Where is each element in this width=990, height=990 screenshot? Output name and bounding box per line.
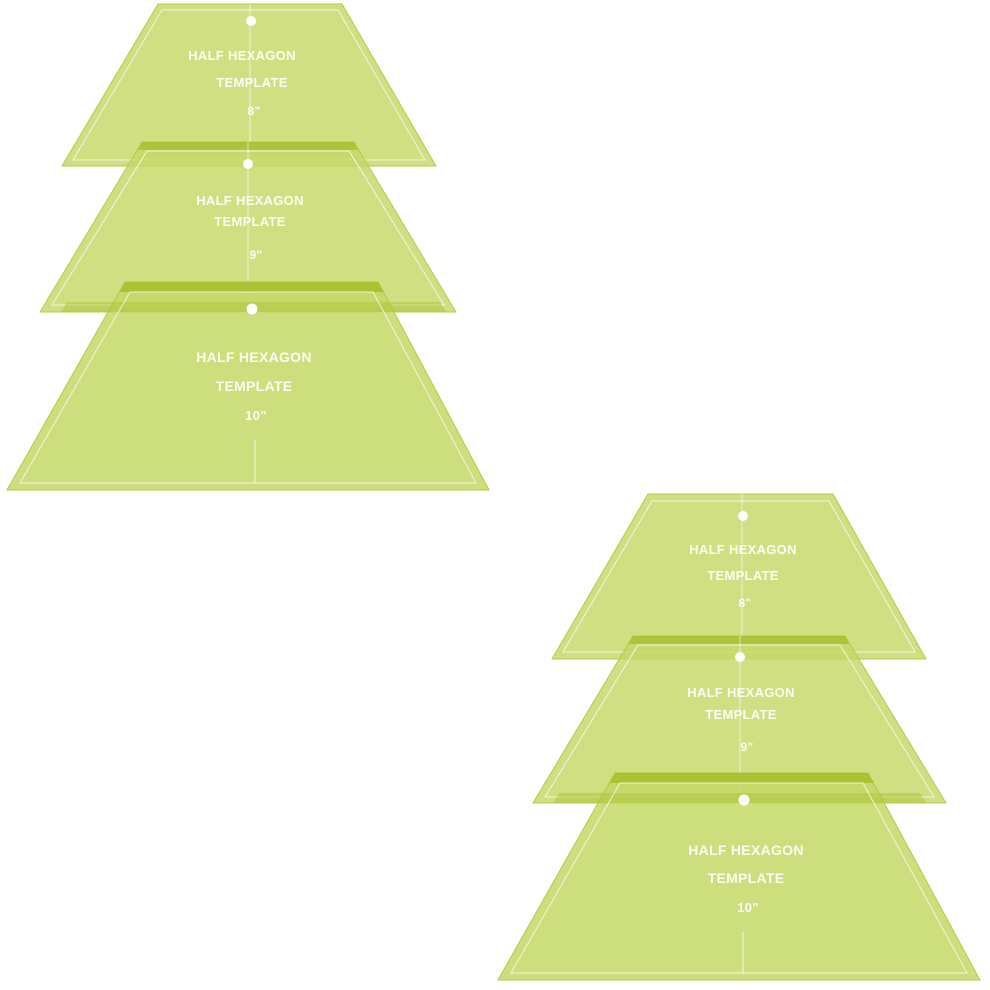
template-title-line1: HALF HEXAGON: [689, 542, 797, 557]
template-guide-outline: [51, 150, 445, 306]
template-size-label: 9": [741, 740, 754, 754]
template-size-label: 9": [250, 248, 263, 262]
template-guide-outline: [544, 644, 935, 798]
template-plate: [551, 493, 927, 660]
template-size-label: 10": [245, 408, 267, 423]
template-title-line2: TEMPLATE: [216, 378, 293, 394]
template-stack-top-left: HALF HEXAGON TEMPLATE 8" HALF HEXAGON TE…: [6, 3, 490, 491]
overlap-band: [610, 773, 874, 783]
template-title-line1: HALF HEXAGON: [196, 349, 312, 365]
template-title-line1: HALF HEXAGON: [196, 193, 304, 208]
hanging-hole: [243, 159, 253, 169]
template-title-line2: TEMPLATE: [708, 870, 785, 886]
hanging-hole: [246, 16, 256, 26]
template-guide-outline: [562, 500, 916, 653]
hanging-hole: [738, 794, 750, 806]
template-10-inch-b: HALF HEXAGON TEMPLATE 10": [497, 772, 981, 981]
template-title-line2: TEMPLATE: [705, 707, 777, 722]
template-title-line1: HALF HEXAGON: [188, 48, 296, 63]
template-title-line2: TEMPLATE: [216, 75, 288, 90]
template-title-line1: HALF HEXAGON: [688, 842, 804, 858]
overlap-band: [120, 282, 384, 292]
hanging-hole: [735, 652, 745, 662]
template-size-label: 10": [737, 900, 759, 915]
template-title-line2: TEMPLATE: [214, 214, 286, 229]
template-9-inch-a: HALF HEXAGON TEMPLATE 9": [39, 141, 457, 313]
hanging-hole: [738, 511, 748, 521]
template-10-inch-a: HALF HEXAGON TEMPLATE 10": [6, 281, 490, 491]
template-9-inch-b: HALF HEXAGON TEMPLATE 9": [532, 635, 947, 804]
hanging-hole: [246, 303, 258, 315]
template-title-line2: TEMPLATE: [707, 568, 779, 583]
template-8-inch-a: HALF HEXAGON TEMPLATE 8": [61, 3, 437, 167]
template-title-line1: HALF HEXAGON: [687, 685, 795, 700]
template-plate: [61, 3, 437, 167]
template-guide-outline: [72, 9, 426, 161]
template-size-label: 8": [248, 104, 261, 118]
overlap-band: [629, 636, 849, 644]
template-8-inch-b: HALF HEXAGON TEMPLATE 8": [551, 493, 927, 660]
template-size-label: 8": [739, 596, 752, 610]
template-guide-outline: [19, 291, 477, 484]
template-stack-bottom-right: HALF HEXAGON TEMPLATE 8" HALF HEXAGON TE…: [497, 493, 981, 981]
template-guide-outline: [510, 782, 968, 974]
